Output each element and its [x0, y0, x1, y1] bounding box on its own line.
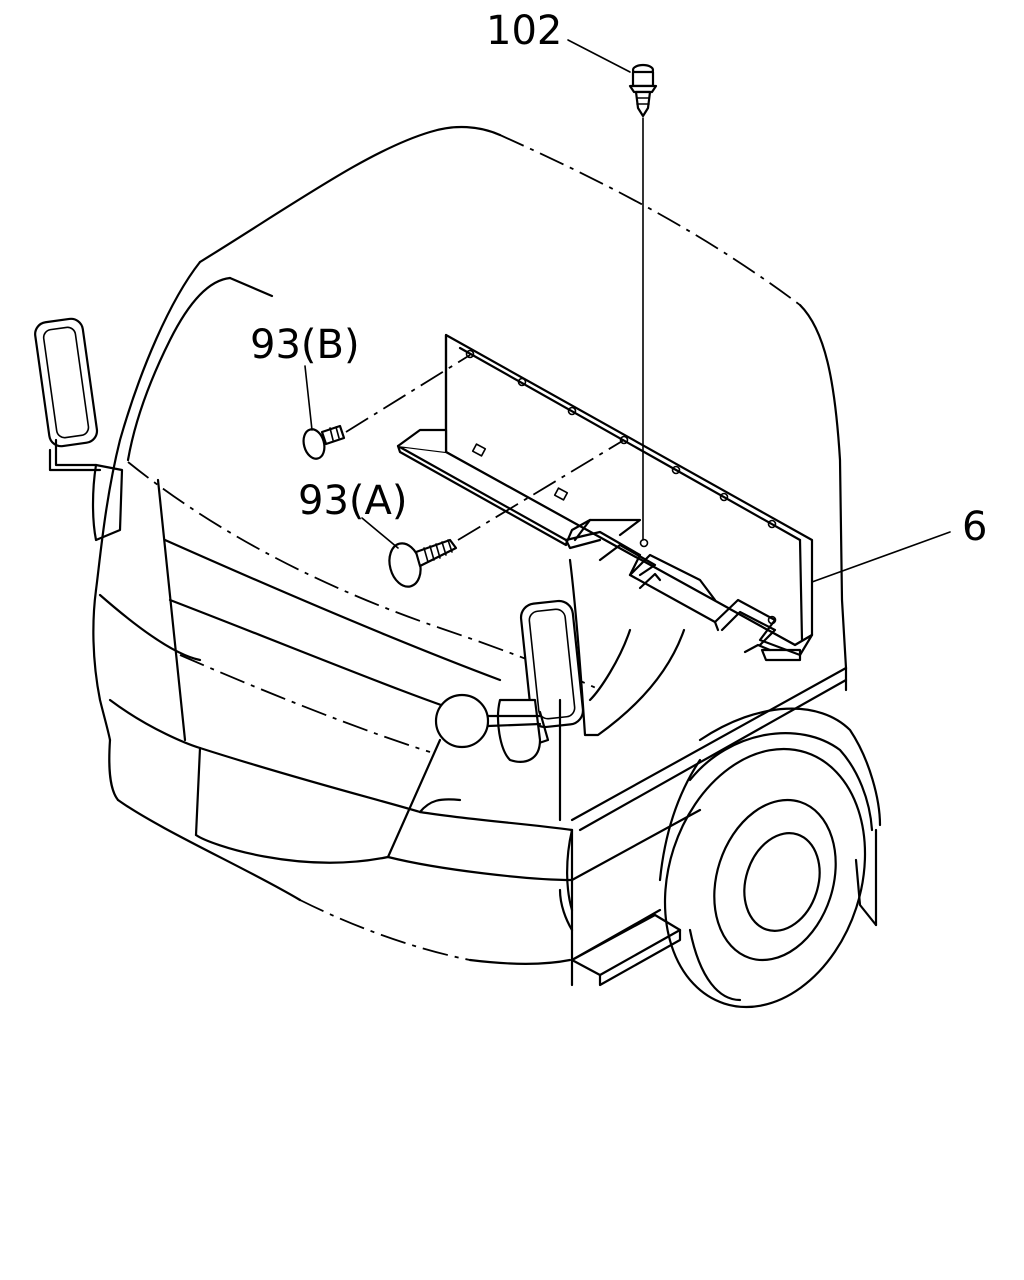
panel-part-6	[396, 333, 814, 662]
right-mirror	[434, 599, 585, 763]
clip-part-102	[628, 63, 658, 118]
clip-part-93a	[388, 538, 458, 588]
callout-102: 102	[486, 8, 562, 54]
leader-lines	[304, 39, 951, 583]
callout-6: 6	[962, 504, 987, 550]
callout-93b: 93(B)	[250, 322, 360, 368]
callout-93a: 93(A)	[298, 478, 407, 524]
left-mirror	[34, 317, 124, 542]
cab-body	[34, 125, 882, 1009]
screw-part-93b	[302, 424, 346, 460]
front-wheel	[663, 747, 867, 1009]
